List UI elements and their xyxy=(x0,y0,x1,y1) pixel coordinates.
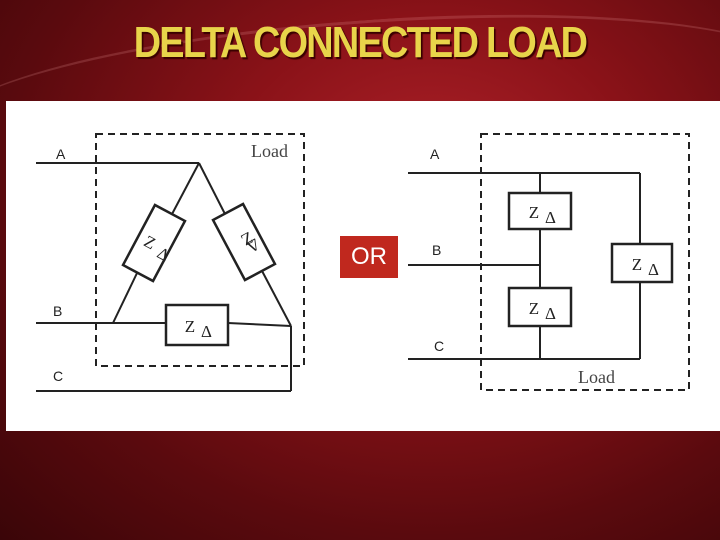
circuit-diagrams: Load A B C Z Δ xyxy=(36,133,690,392)
right-load-boundary xyxy=(480,133,690,391)
left-impedance-left: Z Δ xyxy=(121,203,187,283)
or-label: OR xyxy=(340,236,398,278)
svg-text:Δ: Δ xyxy=(545,304,556,323)
svg-text:Δ: Δ xyxy=(648,260,659,279)
svg-text:Z: Z xyxy=(529,203,539,222)
left-label-c: C xyxy=(53,368,63,384)
svg-text:Z: Z xyxy=(529,299,539,318)
left-tri-wire xyxy=(260,268,292,327)
left-label-b: B xyxy=(53,303,62,319)
left-impedance-bottom: Z Δ xyxy=(164,303,230,347)
svg-text:Z: Z xyxy=(185,317,195,336)
right-load-label: Load xyxy=(578,367,615,387)
right-label-a: A xyxy=(430,146,440,162)
left-tri-wire xyxy=(227,322,292,327)
left-tri-wire xyxy=(112,270,139,324)
left-delta-diagram: Load A B C Z Δ xyxy=(36,133,305,392)
left-tri-wire xyxy=(170,162,200,217)
right-impedance-right: Z Δ xyxy=(610,242,674,284)
svg-text:Δ: Δ xyxy=(545,208,556,227)
left-label-a: A xyxy=(56,146,66,162)
svg-text:Z: Z xyxy=(632,255,642,274)
left-impedance-right: Z Δ xyxy=(211,202,277,282)
left-load-label: Load xyxy=(251,141,288,161)
right-label-c: C xyxy=(434,338,444,354)
left-load-boundary xyxy=(95,133,305,367)
right-delta-diagram: Load A B C Z Δ Z xyxy=(408,133,690,391)
svg-text:Δ: Δ xyxy=(201,322,212,341)
right-impedance-middle: Z Δ xyxy=(507,286,573,328)
slide-title: DELTA CONNECTED LOAD xyxy=(133,18,588,67)
left-tri-wire xyxy=(198,162,227,217)
right-impedance-top: Z Δ xyxy=(507,191,573,231)
right-label-b: B xyxy=(432,242,441,258)
diagram-panel: Load A B C Z Δ xyxy=(6,101,720,431)
